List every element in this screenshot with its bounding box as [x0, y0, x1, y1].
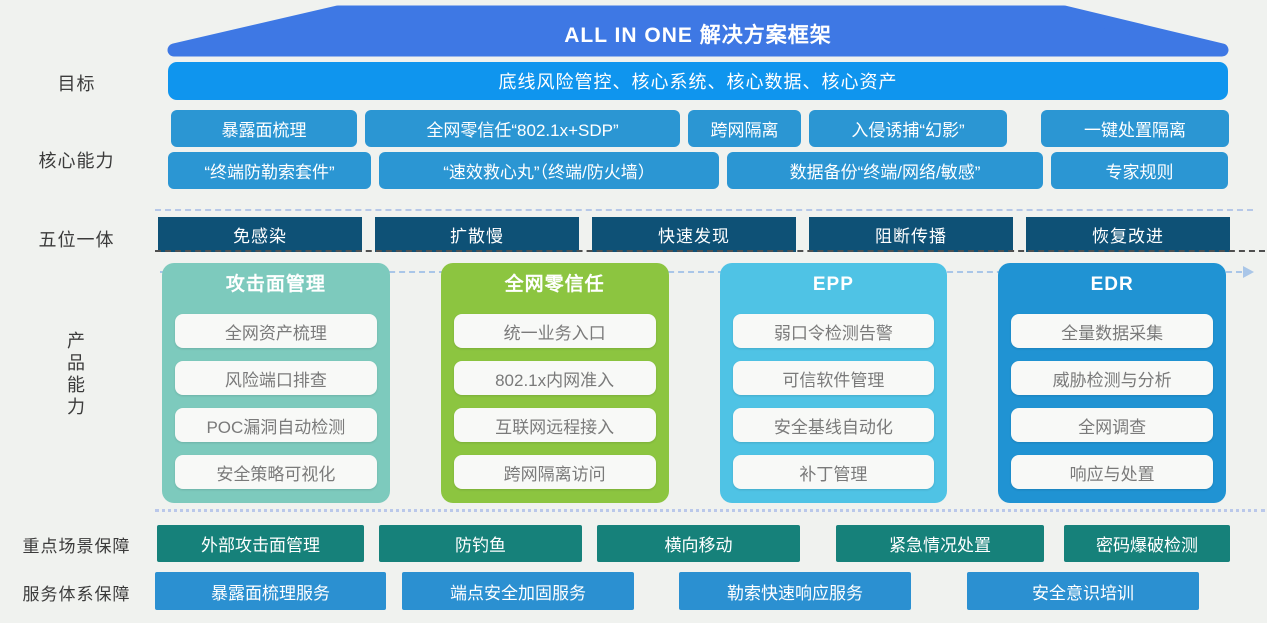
- product-item: 统一业务入口: [453, 314, 656, 348]
- five-stage-block-propagation: 阻断传播: [809, 217, 1013, 252]
- banner-trapezoid: ALL IN ONE 解决方案框架: [166, 4, 1230, 58]
- product-item: POC漏洞自动检测: [175, 408, 377, 442]
- product-column-attack-surface-management: 攻击面管理 全网资产梳理 风险端口排查 POC漏洞自动检测 安全策略可视化: [162, 263, 390, 503]
- row-label-five-in-one: 五位一体: [38, 230, 115, 250]
- product-item: 安全策略可视化: [175, 455, 377, 489]
- goal-bar: 底线风险管控、核心系统、核心数据、核心资产: [168, 62, 1228, 100]
- row-label-core-capabilities: 核心能力: [38, 151, 115, 171]
- service-system-row: 暴露面梳理服务 端点安全加固服务 勒索快速响应服务 安全意识培训: [155, 572, 1199, 610]
- capability-intrusion-decoy: 入侵诱捕“幻影”: [809, 110, 1007, 147]
- right-arrow-icon: [1243, 266, 1254, 278]
- key-scenarios-row: 外部攻击面管理 防钓鱼 横向移动 紧急情况处置 密码爆破检测: [157, 525, 1230, 562]
- core-capabilities-row-1: 暴露面梳理 全网零信任“802.1x+SDP” 跨网隔离 入侵诱捕“幻影” 一键…: [171, 110, 1229, 147]
- scenario-emergency-handling: 紧急情况处置: [836, 525, 1044, 562]
- column-title: 全网零信任: [504, 274, 605, 295]
- product-item: 响应与处置: [1011, 455, 1213, 489]
- capability-cross-network-isolation: 跨网隔离: [688, 110, 801, 147]
- core-capabilities-row-2: “终端防勒索套件” “速效救心丸”（终端/防火墙） 数据备份“终端/网络/敏感”…: [168, 152, 1228, 189]
- product-column-epp: EPP 弱口令检测告警 可信软件管理 安全基线自动化 补丁管理: [719, 263, 948, 503]
- product-item: 风险端口排查: [175, 361, 377, 395]
- product-item: 补丁管理: [732, 455, 935, 489]
- product-item: 安全基线自动化: [732, 408, 935, 442]
- row-label-goal: 目标: [57, 74, 96, 94]
- dashed-line-top: [155, 209, 1253, 211]
- service-ransomware-rapid-response: 勒索快速响应服务: [679, 572, 911, 610]
- product-column-edr: EDR 全量数据采集 威胁检测与分析 全网调查 响应与处置: [998, 263, 1226, 503]
- diagram-title: ALL IN ONE 解决方案框架: [564, 24, 832, 47]
- product-item: 全网调查: [1011, 408, 1213, 442]
- five-stage-slow-spread: 扩散慢: [375, 217, 579, 252]
- row-label-service-system: 服务体系保障: [22, 585, 131, 604]
- column-title: EDR: [1090, 274, 1134, 295]
- five-stage-no-infection: 免感染: [158, 217, 362, 252]
- product-item: 弱口令检测告警: [732, 314, 935, 348]
- scenario-external-attack-surface: 外部攻击面管理: [157, 525, 364, 562]
- scenario-anti-phishing: 防钓鱼: [379, 525, 582, 562]
- product-item: 可信软件管理: [732, 361, 935, 395]
- scenario-password-bruteforce-detection: 密码爆破检测: [1064, 525, 1230, 562]
- capability-anti-ransom-suite: “终端防勒索套件”: [168, 152, 371, 189]
- banner-trapezoid-shape: [167, 5, 1229, 57]
- product-item: 互联网远程接入: [453, 408, 656, 442]
- dotted-line-bottom: [155, 509, 1265, 512]
- service-exposure-surface-sorting: 暴露面梳理服务: [155, 572, 386, 610]
- column-title: 攻击面管理: [225, 274, 326, 295]
- row-label-product-capabilities: 产品能力: [65, 331, 85, 419]
- service-endpoint-hardening: 端点安全加固服务: [402, 572, 634, 610]
- product-item: 全量数据采集: [1011, 314, 1213, 348]
- product-capability-columns: 攻击面管理 全网资产梳理 风险端口排查 POC漏洞自动检测 安全策略可视化 全网…: [162, 263, 1226, 503]
- product-item: 802.1x内网准入: [453, 361, 656, 395]
- capability-expert-rules: 专家规则: [1051, 152, 1228, 189]
- service-security-awareness-training: 安全意识培训: [967, 572, 1199, 610]
- capability-zero-trust-sdp: 全网零信任“802.1x+SDP”: [365, 110, 680, 147]
- product-item: 威胁检测与分析: [1011, 361, 1213, 395]
- column-title: EPP: [812, 274, 854, 295]
- product-item: 全网资产梳理: [175, 314, 377, 348]
- five-in-one-row: 免感染 扩散慢 快速发现 阻断传播 恢复改进: [158, 217, 1230, 252]
- product-item: 跨网隔离访问: [453, 455, 656, 489]
- five-stage-fast-detection: 快速发现: [592, 217, 796, 252]
- dashed-arrow-line: [160, 271, 1242, 273]
- capability-quick-remedy: “速效救心丸”（终端/防火墙）: [379, 152, 719, 189]
- capability-data-backup: 数据备份“终端/网络/敏感”: [727, 152, 1043, 189]
- scenario-lateral-movement: 横向移动: [597, 525, 800, 562]
- product-column-zero-trust: 全网零信任 统一业务入口 802.1x内网准入 互联网远程接入 跨网隔离访问: [440, 263, 669, 503]
- row-label-key-scenarios: 重点场景保障: [22, 537, 131, 556]
- capability-one-key-isolation: 一键处置隔离: [1041, 110, 1229, 147]
- five-stage-recovery-improvement: 恢复改进: [1026, 217, 1230, 252]
- dashed-line-dark: [155, 250, 1265, 252]
- capability-exposure-surface: 暴露面梳理: [171, 110, 357, 147]
